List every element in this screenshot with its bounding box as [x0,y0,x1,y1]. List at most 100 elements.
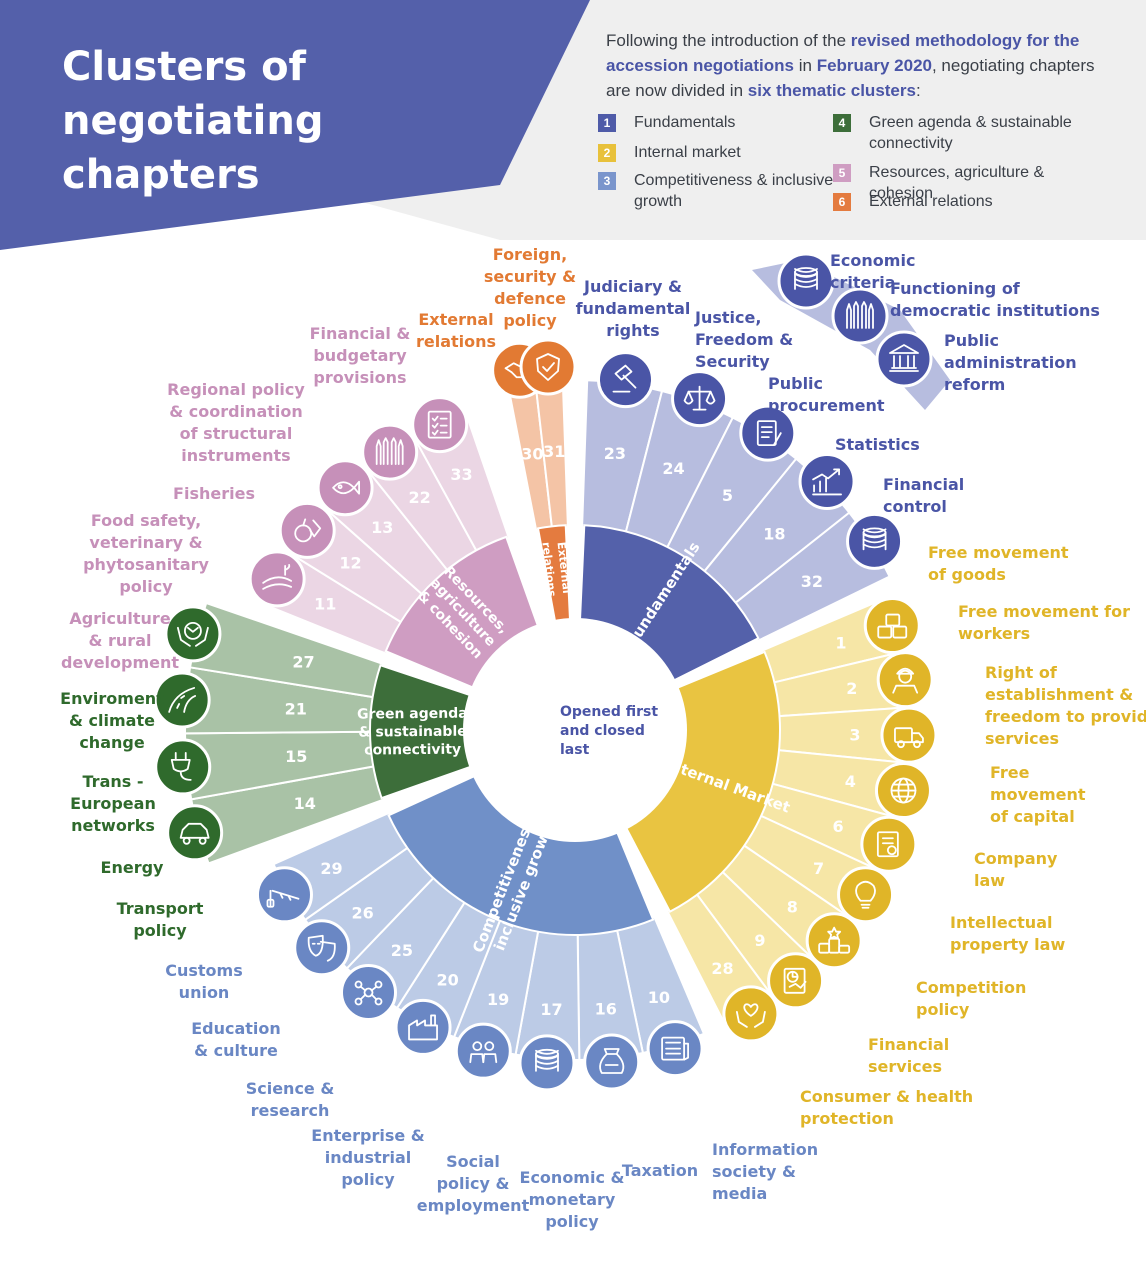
globe-icon [890,777,917,804]
chapter-number: 14 [294,794,316,813]
chapter-icon-badge [394,998,452,1056]
coins-icon [535,1048,559,1072]
chapter-number: 20 [436,970,458,989]
intro-part-3: , negotiating chapters are now divided i… [606,56,1095,100]
shield-check-icon [536,353,560,381]
chapter-number: 6 [833,817,844,836]
chapter-icon-badge [798,452,856,510]
chapter-label-15: Energy [101,858,165,877]
chapter-number: 12 [339,554,361,573]
chapter-number: 25 [391,941,413,960]
chapter-icon-badge [880,706,938,764]
chapter-number: 8 [787,898,798,917]
legend-number-badge: 2 [598,144,616,162]
chapter-number: 15 [285,747,307,766]
chapter-label-25: Science &research [246,1079,335,1120]
header-blue-band [0,0,590,250]
worker-icon [892,667,919,694]
legend-number-badge: 6 [833,193,851,211]
chapter-icon-badge [837,866,895,924]
certificate-icon [876,831,899,858]
report-icon [783,967,807,994]
chapter-icon-badge [154,738,212,796]
chapter-icon-badge [248,550,306,608]
chapter-number: 30 [521,444,543,463]
road-icon [168,687,197,713]
chapter-number: 21 [285,700,307,719]
chapter-number: 5 [722,486,733,505]
chapter-icon-badge [805,912,863,970]
car-icon [179,822,210,845]
lightbulb-icon [855,880,876,909]
legend-label: Fundamentals [634,114,736,131]
chapter-icon-badge [876,651,934,709]
legend-label: Green agenda & sustainable connectivity [869,114,1072,152]
theatre-masks-icon [307,934,336,962]
legend-number-badge: 1 [598,114,616,132]
chapter-icon-badge [361,423,419,481]
chapter-icon-badge [739,404,797,462]
chapter-number: 27 [292,653,314,672]
chapter-icon-badge [316,459,374,517]
fish-icon [332,480,360,495]
legend-label: Resources, agriculture & cohesion [869,164,1045,202]
chapter-number: 1 [835,633,846,652]
intro-text: Following the introduction of the revise… [606,28,1096,103]
legend-label: Internal market [634,144,741,161]
raised-hands-icon [846,301,874,329]
chapter-label-18: Statistics [835,435,920,454]
chapter-label-24: Justice,Freedom &Security [694,308,793,371]
chapter-label-26: Education& culture [191,1019,281,1060]
svg-text:Externalrelations: Externalrelations [539,540,573,598]
chapter-icon-badge [596,351,654,409]
chapter-label-16: Taxation [622,1161,698,1180]
chapter-number: 2 [846,679,857,698]
criteria-icon-badge [875,330,933,388]
food-icon [294,518,322,543]
legend-number-badge: 5 [833,164,851,182]
checklist-icon [427,410,452,439]
cluster-name-external-relations: Externalrelations [539,540,573,598]
chapter-number: 16 [595,999,617,1018]
chapter-icon-badge [860,815,918,873]
boxes-icon [877,613,908,639]
chapter-number: 23 [604,444,626,463]
growth-chart-icon [812,468,842,496]
chapter-icon-badge [846,512,904,570]
intro-part-2: in [794,56,817,75]
tax-bag-icon [599,1048,625,1074]
gavel-icon [612,364,637,393]
chapter-number: 3 [849,725,860,744]
factory-icon [408,1014,438,1041]
legend-number-badge: 4 [833,114,851,132]
institution-building-icon [889,344,919,372]
chapter-icon-badge [518,1034,576,1092]
chapter-number: 26 [352,904,374,923]
chapter-icon-badge [722,985,780,1043]
chapter-icon-badge [454,1022,512,1080]
